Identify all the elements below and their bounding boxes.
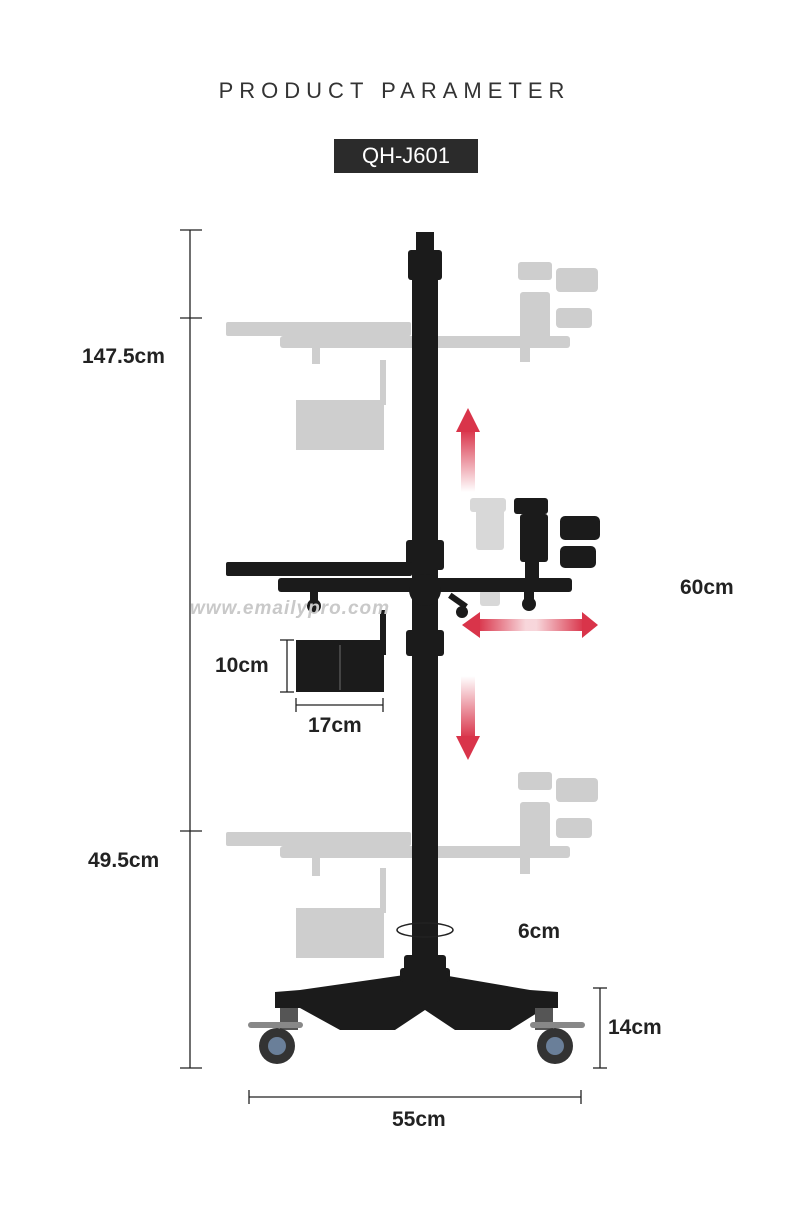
horizontal-arrow [462,612,598,638]
wheel-height-label: 14cm [608,1016,662,1039]
watermark-text: www.emailypro.com [190,598,391,619]
ghost-camera-head [470,498,506,606]
rotation-ring [396,922,454,938]
page-title: PRODUCT PARAMETER [218,78,571,103]
box-width-label: 17cm [308,714,362,737]
ghost-upper-position [226,262,598,450]
base-legs [275,968,558,1030]
extension-height-label: 147.5cm [82,345,165,368]
dimension-lines [180,229,607,1104]
pole-diameter-label: 6cm [518,920,561,943]
camera-head [514,498,600,580]
storage-box [296,610,386,692]
box-height-label: 10cm [215,654,269,677]
base-height-label: 49.5cm [88,849,160,872]
down-arrow [456,676,480,760]
up-arrow [456,408,480,492]
tray-reach-label: 60cm [680,576,734,599]
ghost-lower-position [226,772,598,958]
caster-wheels [248,1008,585,1064]
active-tray [226,562,572,618]
model-badge: QH-J601 [334,139,478,173]
base-width-label: 55cm [392,1108,446,1131]
